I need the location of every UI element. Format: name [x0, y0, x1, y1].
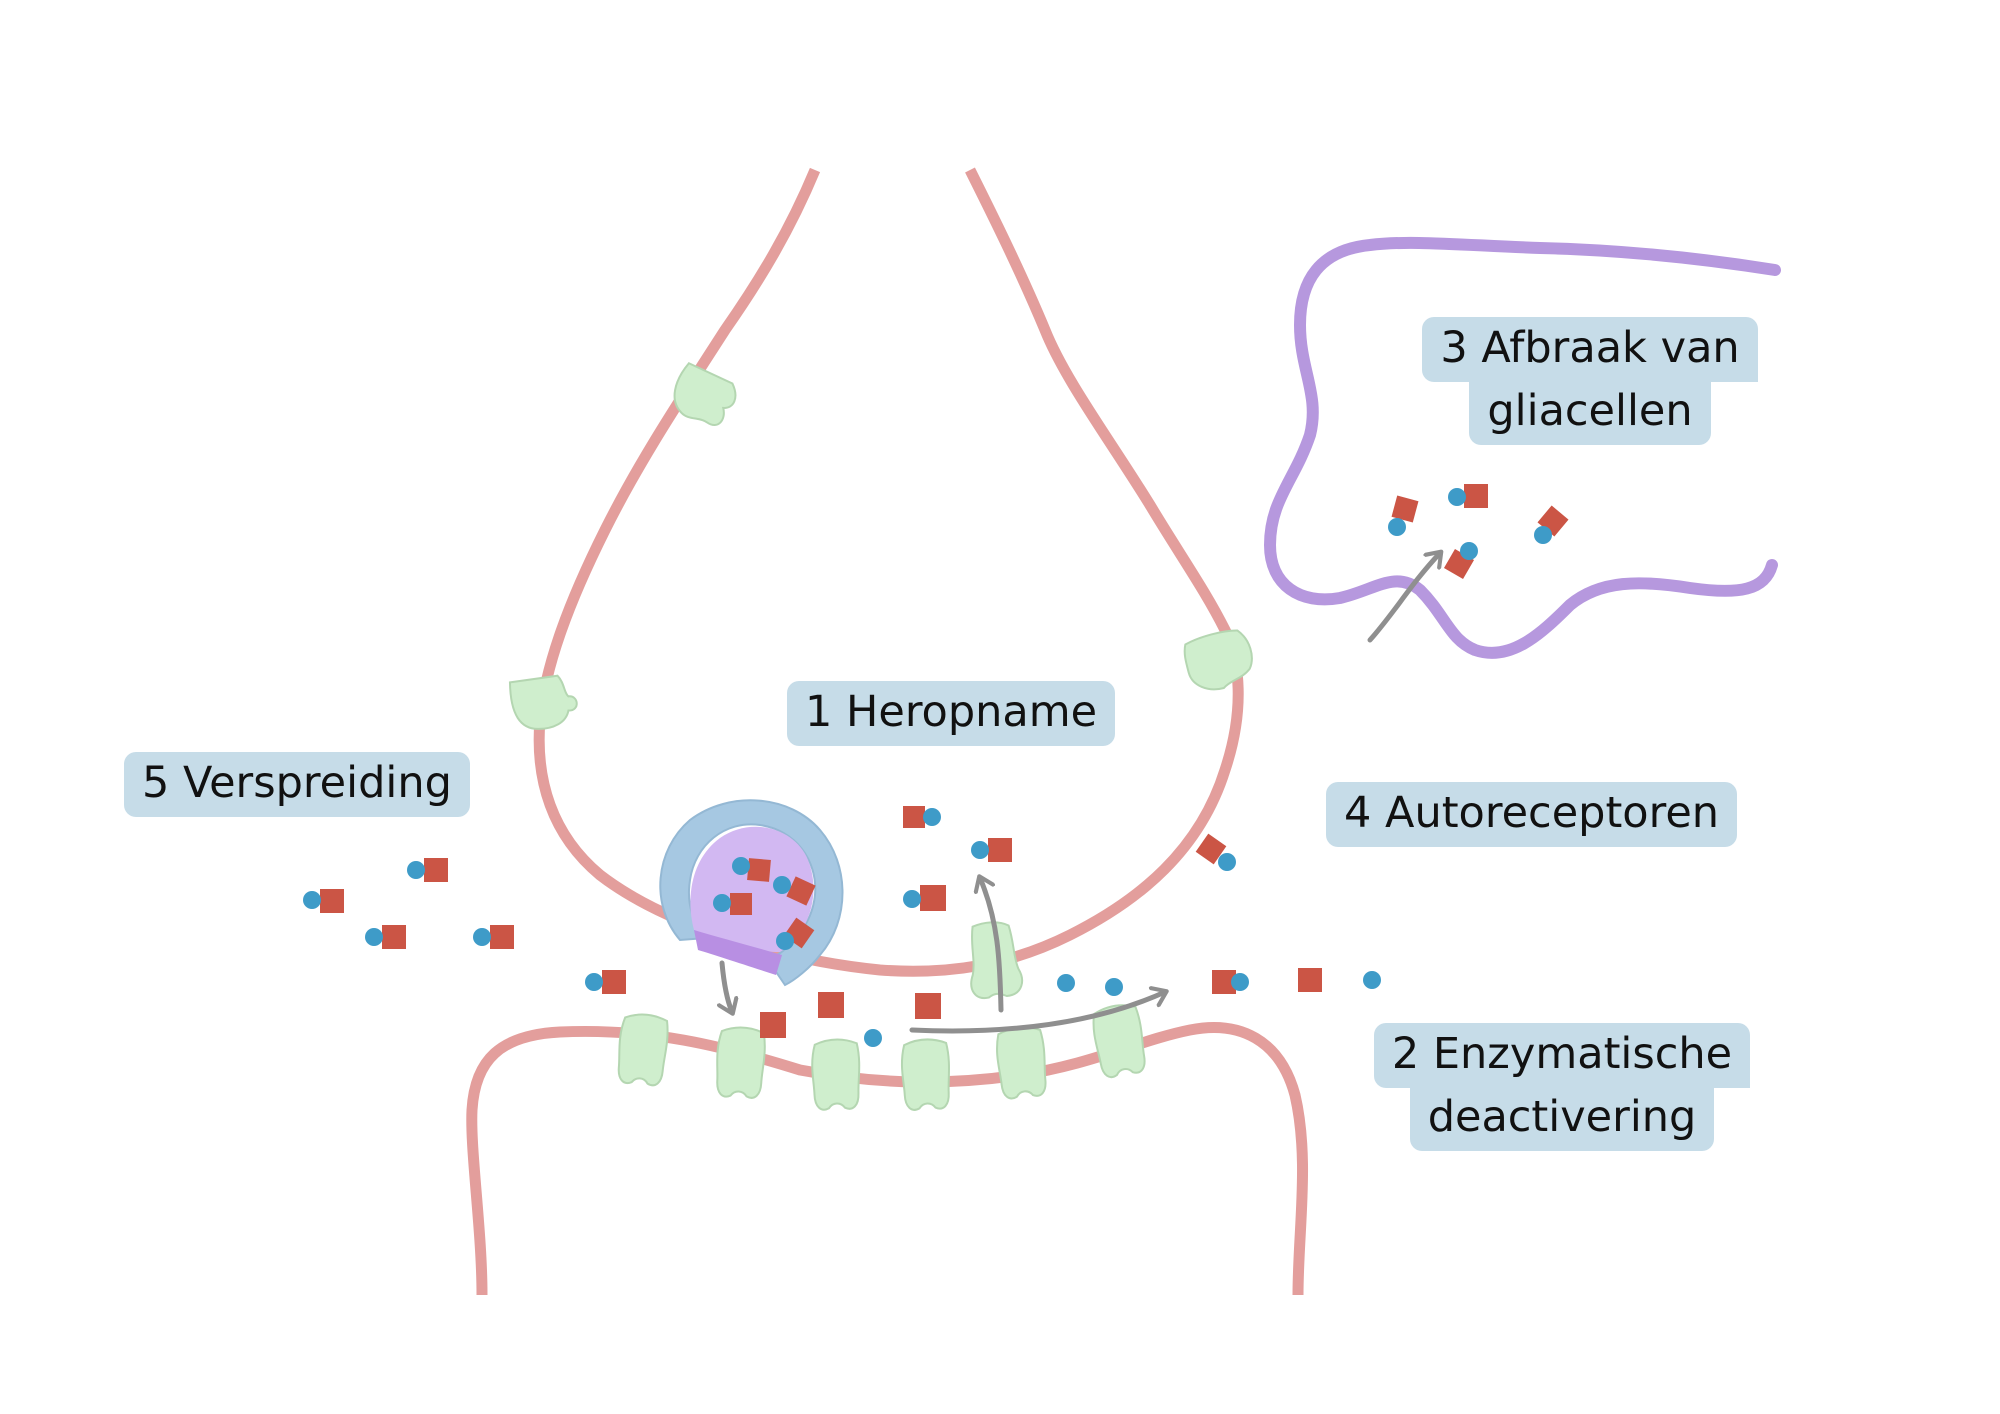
reuptake-arrow: [980, 878, 1004, 1013]
presynaptic-transporter-right: [1183, 629, 1253, 691]
postsynaptic-receptor-3: [811, 1038, 861, 1111]
molecule-terminal-1: [903, 806, 941, 828]
molecule-diffusion-2: [303, 889, 344, 913]
label-enzymatic-line1: 2 Enzymatische: [1373, 1023, 1751, 1088]
arrows: [722, 553, 1440, 1034]
vesicle-inner-bottom: [694, 930, 782, 975]
molecule-diffusion-1: [407, 858, 448, 882]
postsynaptic-receptors: [617, 1004, 1146, 1111]
molecule-enzymatic-1: [1212, 970, 1249, 994]
label-reuptake-text: 1 Heropname: [787, 681, 1116, 746]
presynaptic-transporter-upper-left: [673, 361, 737, 427]
label-glia-line1: 3 Afbraak van: [1422, 317, 1758, 382]
vesicle-inner: [690, 826, 814, 952]
enzymatic-arrow: [909, 992, 1165, 1034]
molecule-vesicle-1: [732, 857, 771, 882]
molecule-terminal-2: [971, 838, 1012, 862]
cleft-dot-3: [1105, 978, 1123, 996]
label-diffusion-text: 5 Verspreiding: [124, 752, 470, 817]
cleft-dot-1: [864, 1029, 882, 1047]
synaptic-vesicle: [659, 799, 844, 987]
glial-cell-membrane: [1264, 236, 1781, 659]
label-reuptake: 1 Heropname: [787, 681, 1116, 746]
molecule-vesicle-4: [776, 917, 815, 950]
molecule-diffusion-3: [365, 925, 406, 949]
enzymatic-square: [1298, 968, 1322, 992]
molecule-terminal-4: [1195, 833, 1236, 871]
molecule-vesicle-2: [773, 876, 816, 906]
cleft-square-3: [915, 993, 941, 1019]
molecule-glia-1: [1388, 495, 1419, 536]
postsynaptic-receptor-4: [900, 1038, 951, 1111]
molecule-diffusion-4: [473, 925, 514, 949]
label-enzymatic-deactivation: 2 Enzymatische deactivering: [1362, 1023, 1762, 1151]
molecule-glia-3: [1443, 542, 1478, 580]
presynaptic-membrane: [533, 167, 1244, 977]
cleft-square-2: [818, 992, 844, 1018]
label-enzymatic-line2: deactivering: [1409, 1086, 1715, 1151]
postsynaptic-receptor-2: [716, 1026, 766, 1099]
cleft-square-1: [760, 1012, 786, 1038]
postsynaptic-receptor-1: [617, 1013, 669, 1087]
molecule-glia-2: [1448, 484, 1488, 508]
glia-uptake-arrow: [1367, 553, 1440, 643]
vesicle-release-arrow: [722, 960, 732, 1012]
label-autoreceptors-text: 4 Autoreceptoren: [1326, 782, 1738, 847]
label-glia-breakdown: 3 Afbraak van gliacellen: [1400, 317, 1780, 445]
postsynaptic-receptor-5: [996, 1026, 1047, 1100]
molecule-diffusion-5: [585, 970, 626, 994]
label-glia-line2: gliacellen: [1469, 380, 1711, 445]
molecule-glia-4: [1534, 505, 1569, 544]
neurotransmitter-molecules: [303, 484, 1569, 1047]
label-diffusion: 5 Verspreiding: [124, 752, 470, 817]
molecule-vesicle-3: [713, 893, 752, 915]
postsynaptic-receptor-6: [1092, 1004, 1146, 1079]
enzymatic-dot: [1363, 971, 1381, 989]
molecule-terminal-3: [903, 885, 946, 911]
presynaptic-transporter-left: [508, 674, 578, 730]
label-autoreceptors: 4 Autoreceptoren: [1326, 782, 1738, 847]
cleft-dot-2: [1057, 974, 1075, 992]
postsynaptic-membrane: [466, 1022, 1309, 1296]
